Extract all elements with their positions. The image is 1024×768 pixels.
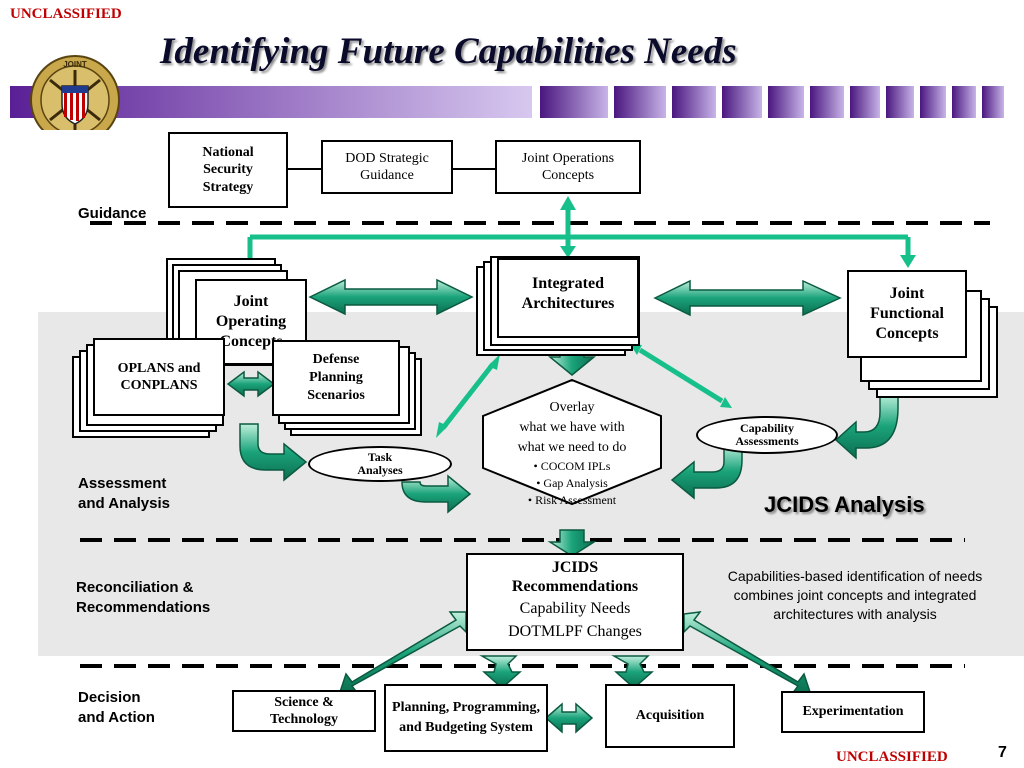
overlay-bullet: • Gap Analysis: [536, 476, 608, 490]
classification-top: UNCLASSIFIED: [10, 6, 122, 22]
joint-operations-concepts-box: Joint Operations Concepts: [495, 140, 641, 194]
overlay-line: what we need to do: [517, 440, 627, 455]
phase-label-assessment: Assessment and Analysis: [78, 475, 170, 512]
dotmlpf-text: DOTMLPF Changes: [508, 623, 642, 640]
integrated-architectures-label: Integrated Architectures: [521, 275, 615, 312]
page-number: 7: [998, 744, 1007, 761]
classification-bottom: UNCLASSIFIED: [836, 749, 948, 765]
ppbs-label: Planning, Programming, and Budgeting Sys…: [392, 700, 540, 735]
overlay-line: Overlay: [549, 400, 595, 415]
overlay-bullet: • Risk Assessment: [527, 493, 617, 507]
recommendations-title: Recommendations: [511, 578, 639, 595]
jcids-analysis-label: JCIDS Analysis: [764, 492, 925, 517]
task-analyses-label: Task Analyses: [357, 449, 403, 477]
defense-planning-scenarios-box: Defense Planning Scenarios: [272, 340, 400, 416]
jcids-recommendations-box: JCIDS Recommendations Capability Needs D…: [466, 553, 684, 651]
acquisition-box: Acquisition: [605, 684, 735, 748]
science-technology-box: Science & Technology: [232, 690, 376, 732]
overlay-text: Overlay what we have with what we need t…: [492, 398, 652, 509]
overlay-line: what we have with: [519, 420, 625, 435]
phase-label-reconciliation: Reconciliation & Recommendations: [76, 579, 211, 616]
integrated-architectures-box: Integrated Architectures: [497, 258, 639, 338]
ppbs-box: Planning, Programming, and Budgeting Sys…: [384, 684, 548, 752]
national-security-strategy-box: National Security Strategy: [168, 132, 288, 208]
defense-planning-label: Defense Planning Scenarios: [307, 351, 365, 404]
joint-functional-concepts-box: Joint Functional Concepts: [847, 270, 967, 358]
recommendations-title: JCIDS: [551, 559, 599, 576]
phase-separators: [80, 221, 990, 668]
phase-label-decision: Decision and Action: [78, 689, 155, 726]
dod-strategic-guidance-box: DOD Strategic Guidance: [321, 140, 453, 194]
capability-assessments-oval: Capability Assessments: [696, 416, 838, 454]
experimentation-label: Experimentation: [802, 704, 904, 720]
phase-label-guidance: Guidance: [78, 205, 147, 222]
capability-assessments-label: Capability Assessments: [735, 420, 799, 448]
svg-text:JOINT: JOINT: [63, 60, 87, 69]
page-title: Identifying Future Capabilities Needs: [160, 31, 737, 72]
dod-label: DOD Strategic Guidance: [345, 150, 429, 184]
joint-functional-concepts-label: Joint Functional Concepts: [870, 285, 944, 342]
overlay-bullet: • COCOM IPLs: [533, 459, 611, 473]
capabilities-note: Capabilities-based identification of nee…: [727, 568, 983, 622]
experimentation-box: Experimentation: [781, 691, 925, 733]
task-analyses-oval: Task Analyses: [308, 446, 452, 482]
overlay-hexagon: [482, 378, 662, 506]
guidance-bus-arrows: [242, 196, 916, 272]
joc-label: Joint Operations Concepts: [521, 150, 615, 184]
joint-operating-concepts-label: Joint Operating Concepts: [215, 293, 287, 350]
oplans-label: OPLANS and CONPLANS: [117, 360, 201, 394]
nss-label: National Security Strategy: [202, 144, 254, 195]
science-technology-label: Science & Technology: [270, 694, 338, 728]
oplans-conplans-box: OPLANS and CONPLANS: [93, 338, 225, 416]
header-graphics: JOINT CHIEFS OF STAFF: [10, 55, 1004, 130]
capability-needs-text: Capability Needs: [519, 600, 631, 617]
joint-chiefs-seal-icon: JOINT CHIEFS OF STAFF: [30, 55, 120, 130]
acquisition-label: Acquisition: [635, 708, 705, 724]
